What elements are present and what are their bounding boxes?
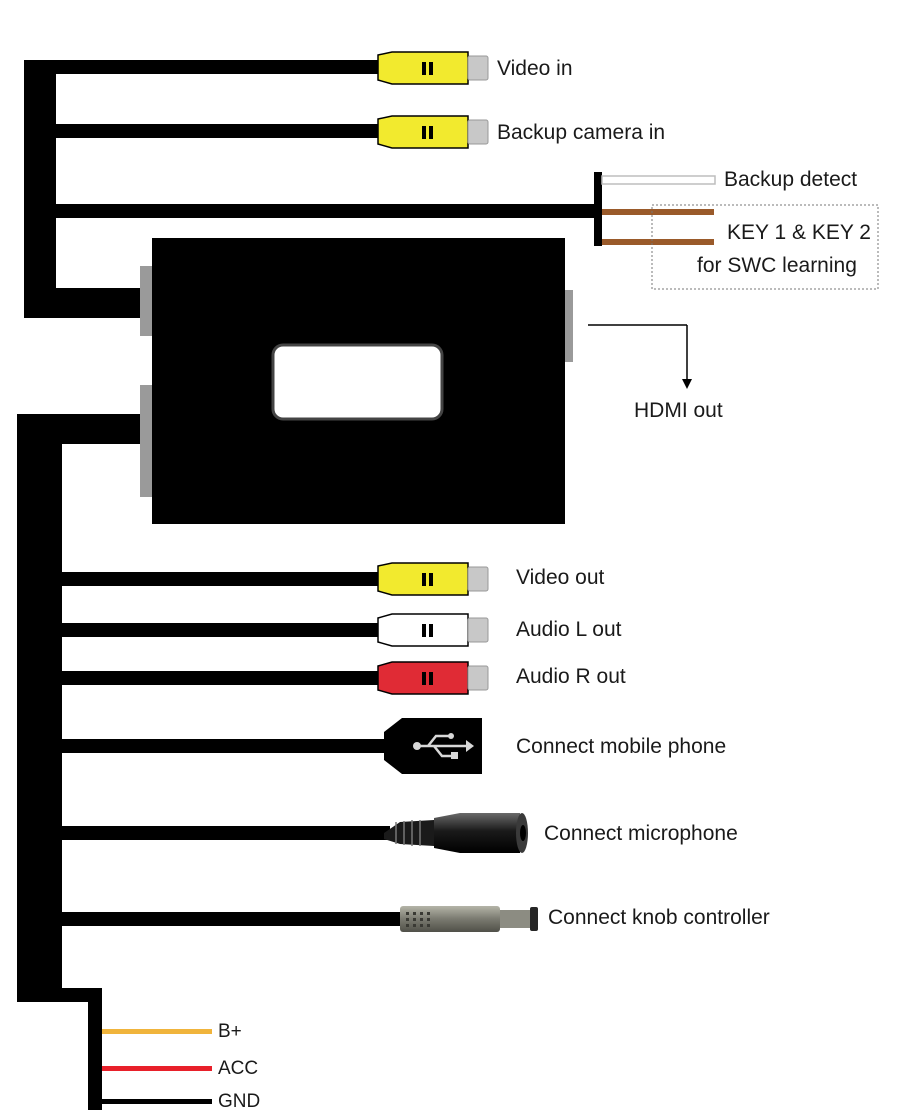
acc-wire [102,1066,212,1071]
label-connect-mobile-phone: Connect mobile phone [516,735,727,758]
upper-harness [24,60,600,318]
label-connect-knob-controller: Connect knob controller [548,906,770,929]
box-display-window [271,343,444,421]
hdmi-out-arrow [588,324,692,389]
label-for-swc-learning: for SWC learning [697,254,857,277]
b-plus-wire [102,1029,212,1034]
label-video-out: Video out [516,566,605,589]
microphone-jack-connector [384,813,528,853]
label-connect-microphone: Connect microphone [544,822,738,845]
label-hdmi-out: HDMI out [634,399,723,422]
label-video-in: Video in [497,57,573,80]
audio-l-out-rca-connector [377,613,489,647]
usb-icon [413,733,474,759]
gnd-wire [102,1099,212,1104]
label-acc: ACC [218,1058,259,1079]
label-gnd: GND [218,1091,261,1112]
label-key-1-key-2: KEY 1 & KEY 2 [727,221,871,244]
usb-connector [384,718,482,774]
label-audio-r-out: Audio R out [516,665,626,688]
backup-camera-rca-connector [377,115,489,149]
label-backup-detect: Backup detect [724,168,858,191]
backup-detect-wire-bundle [594,172,879,290]
audio-r-out-rca-connector [377,661,489,695]
hdmi-port [563,290,573,362]
label-backup-camera-in: Backup camera in [497,121,666,144]
lower-harness [17,414,402,1110]
box-port-left-bottom [140,385,154,497]
box-port-left-top [140,266,154,336]
video-in-rca-connector [377,51,489,85]
interface-box [140,238,573,524]
label-b-plus: B+ [218,1021,242,1042]
video-out-rca-connector [377,562,489,596]
label-audio-l-out: Audio L out [516,618,622,641]
swc-learning-dashed-box [651,204,879,290]
power-wires [102,1029,212,1104]
knob-controller-connector [400,906,538,932]
